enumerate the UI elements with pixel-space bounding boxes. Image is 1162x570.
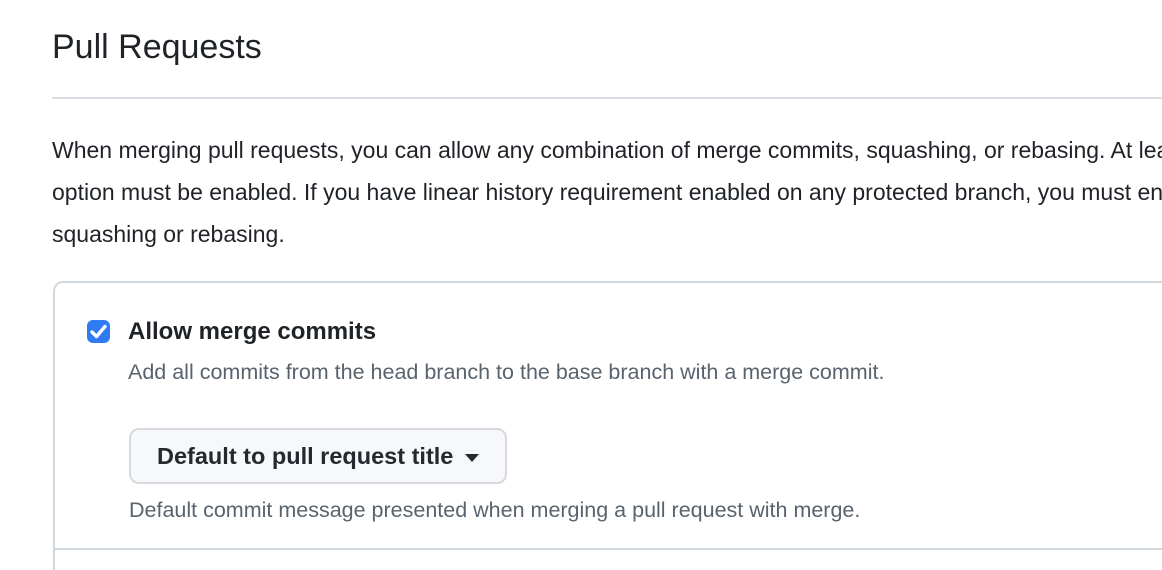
intro-line-3: squashing or rebasing. [52,221,285,247]
page-title: Pull Requests [52,28,262,66]
dropdown-description: Default commit message presented when me… [129,498,861,522]
allow-merge-commits-label[interactable]: Allow merge commits [128,318,377,345]
intro-line-2: option must be enabled. If you have line… [52,179,1162,205]
intro-paragraph: When merging pull requests, you can allo… [52,129,1162,255]
dropdown-caret-icon [465,453,480,462]
checkmark-icon [87,320,110,343]
merge-options-card: Allow merge commits Add all commits from… [53,281,1162,570]
heading-divider [52,97,1162,99]
section-divider [55,548,1162,550]
allow-merge-commits-description: Add all commits from the head branch to … [128,360,885,384]
intro-line-1: When merging pull requests, you can allo… [52,137,1162,163]
default-commit-message-dropdown[interactable]: Default to pull request title [129,428,508,484]
dropdown-selected-value: Default to pull request title [157,442,454,469]
allow-merge-commits-checkbox[interactable] [87,320,110,343]
